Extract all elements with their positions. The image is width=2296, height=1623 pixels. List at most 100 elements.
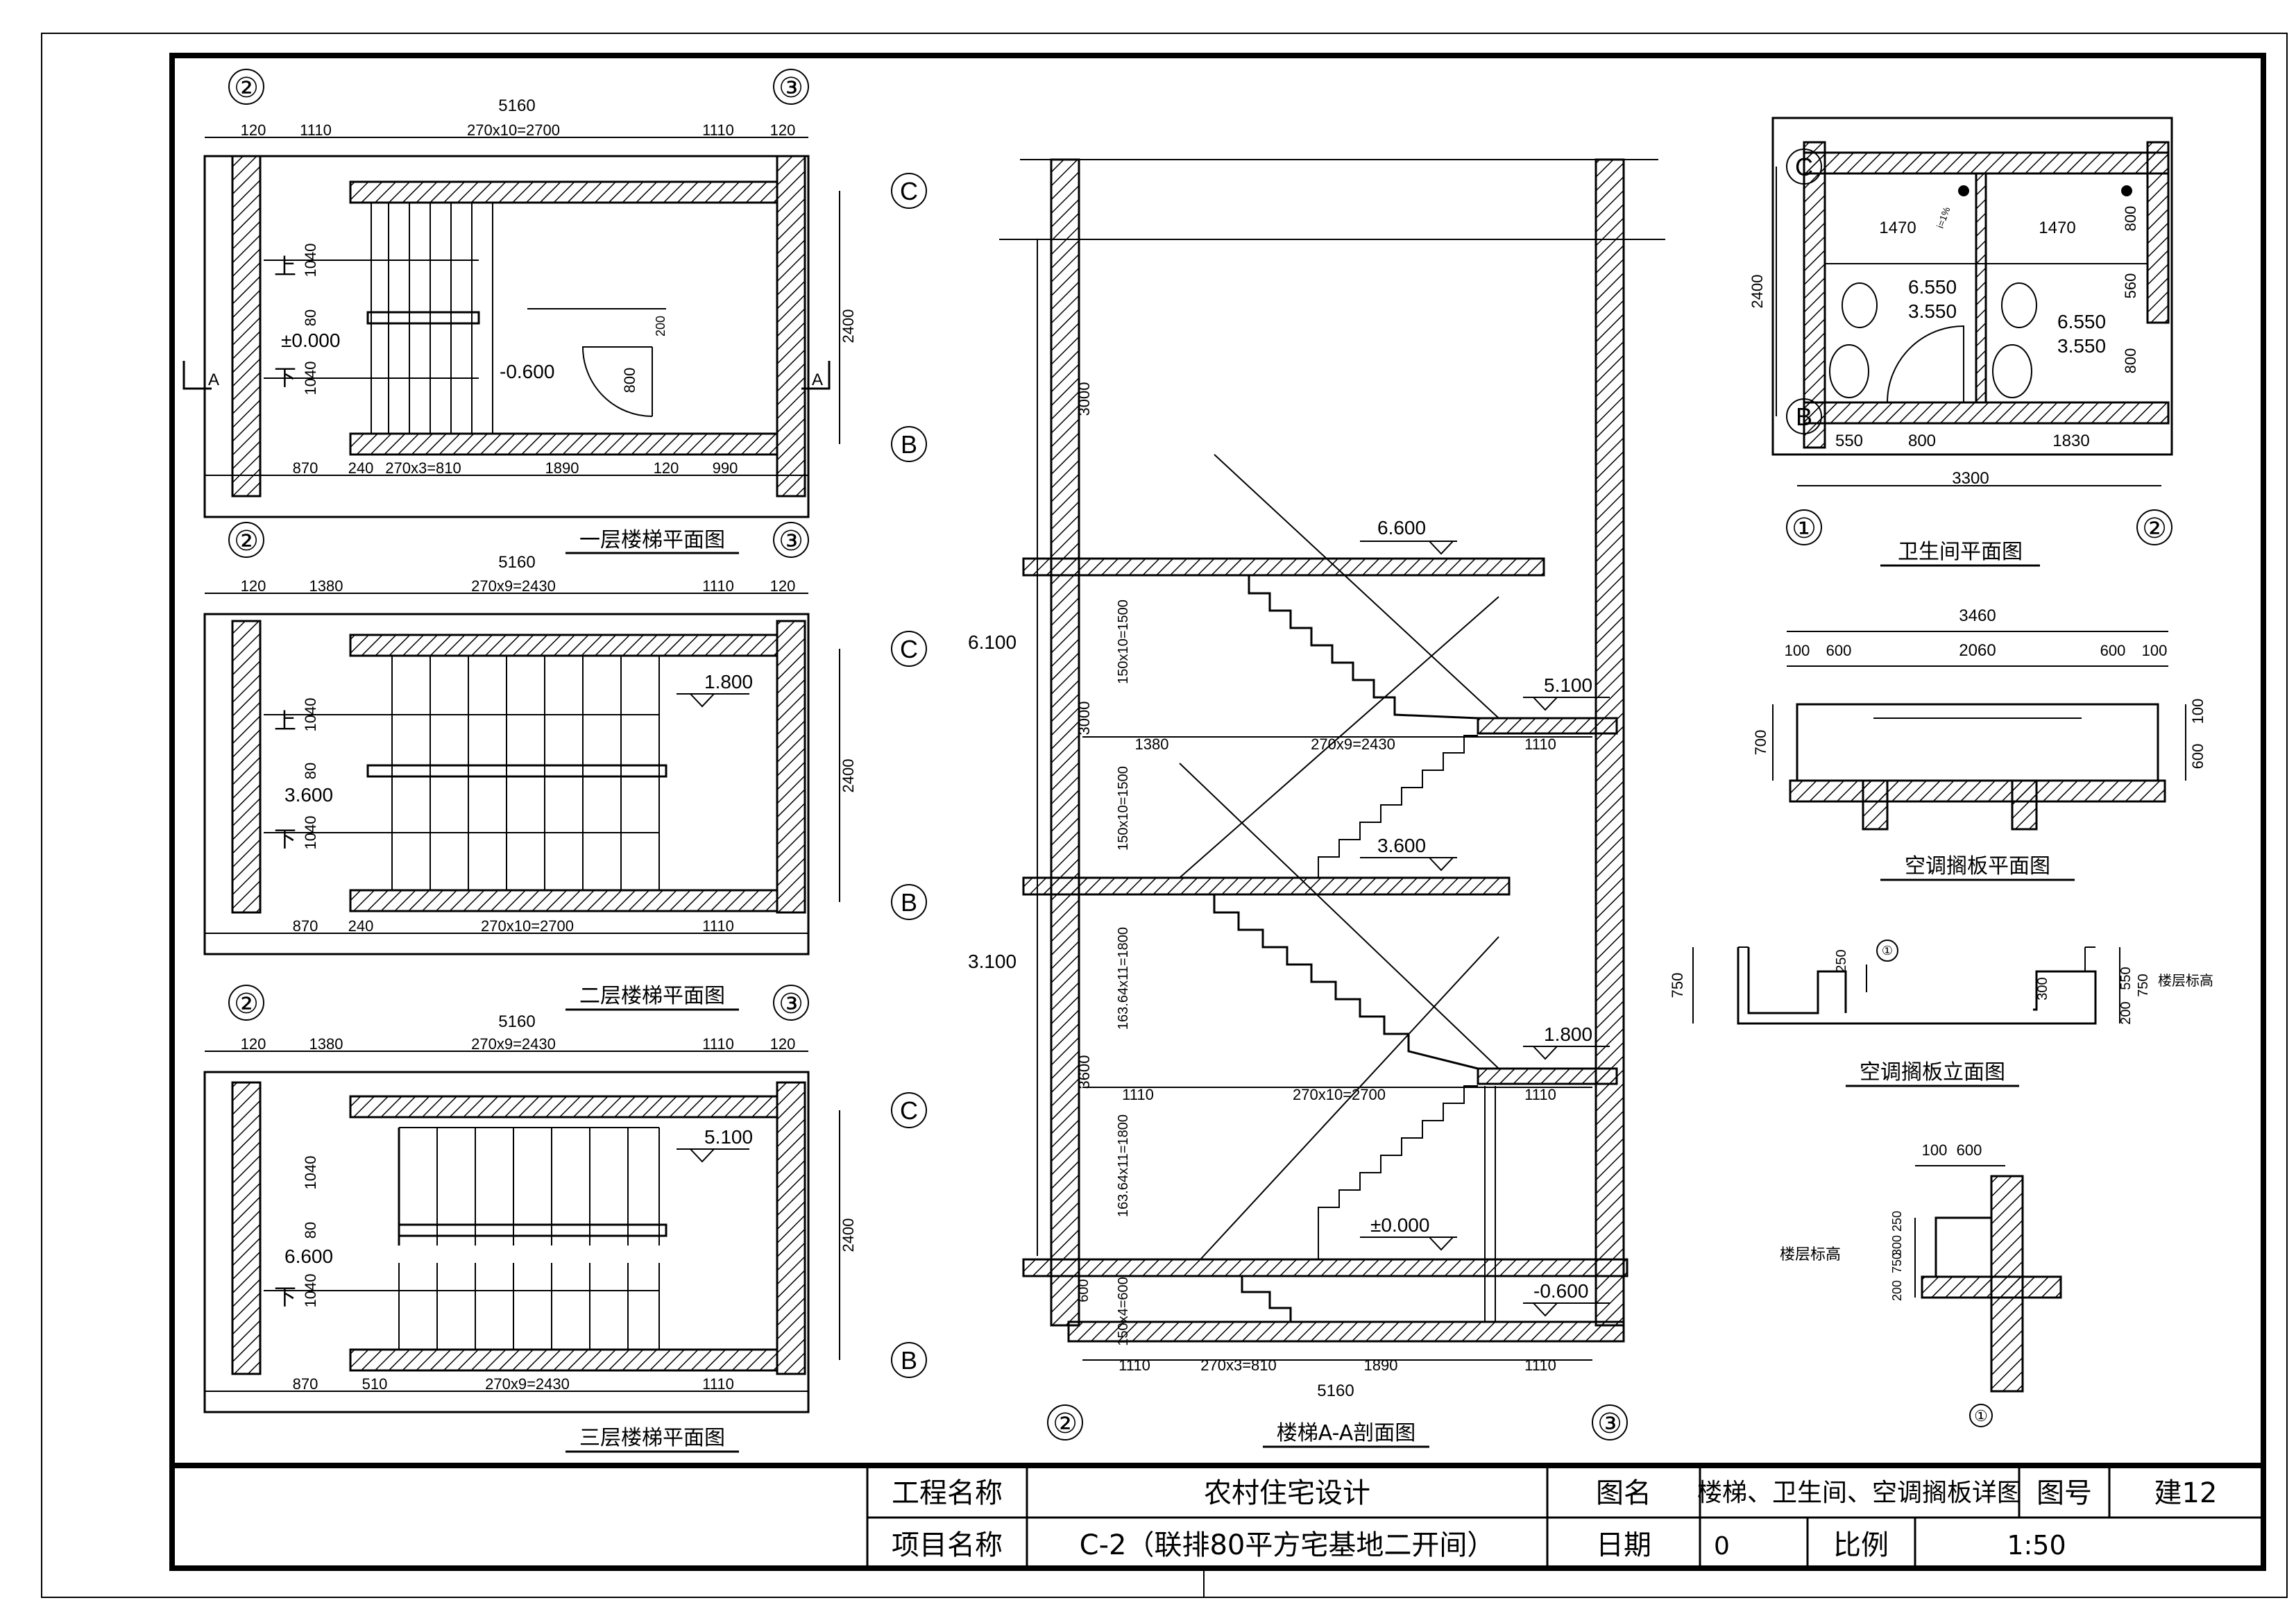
plan-2-level-upper: 1.800 [704,671,753,692]
toilet-axis-2: ② [2142,513,2167,544]
plan-1-level-0: ±0.000 [281,330,340,351]
section-riser-dim-2: 150x10=1500 [1116,766,1131,851]
plan-1-up-label: 上 [274,253,296,280]
title-block: 工程名称 农村住宅设计 项目名称 C-2（联排80平方宅基地二开间） 图名 楼梯… [172,1463,2263,1597]
item-name: C-2（联排80平方宅基地二开间） [1080,1529,1495,1561]
ac-elev-dim-750: 750 [1669,973,1686,999]
plan-1-top-dim-3: 270x10=2700 [467,121,560,139]
toilet-plan: C B ① ② 1470 1470 800 560 800 2400 550 8… [1749,117,2173,567]
section-level-minus: -0.600 [1533,1280,1588,1302]
plan-3-bottom-dim-4: 1110 [702,1375,734,1393]
section-level-0: ±0.000 [1370,1214,1429,1236]
plan-3-level-upper: 5.100 [704,1126,753,1148]
plan-2-outline [203,613,810,955]
plan-2-axis-b: B [901,888,917,917]
plan-1-bottom-dim-1: 870 [293,459,318,477]
plan-1-dim-200: 200 [654,316,667,337]
plan-3-title: 三层楼梯平面图 [579,1426,725,1450]
section-bottom-dim-1: 1110 [1119,1357,1150,1374]
toilet-dim-3300: 3300 [1952,469,1989,488]
scale-value: 1:50 [2007,1530,2066,1561]
detail-mark: ① [1974,1407,1988,1425]
plan-1-axis-c: C [900,177,918,205]
plan-1-outline [203,155,810,518]
plan-1-top-total: 5160 [498,96,535,115]
ac-plan-side-dim-2: 600 [2189,744,2206,770]
section-flight-dim-5: 270x10=2700 [1293,1086,1386,1103]
plan-2-top-dim-2: 1380 [309,577,343,595]
section-level-6600: 6.600 [1377,517,1426,538]
ac-plan-dim-5: 100 [2142,642,2168,659]
ac-elev-dim-750-right: 750 [2136,974,2151,996]
plan-3-axis-b: B [901,1346,917,1375]
toilet-dim-2400: 2400 [1749,275,1766,309]
section-left-dim-2: 3000 [1075,702,1093,736]
plan-3-top-total: 5160 [498,1012,535,1031]
toilet-dim-1470-left: 1470 [1879,219,1916,237]
plan-3-top-dim-5: 120 [770,1035,796,1053]
detail-dim-600: 600 [1957,1141,1982,1159]
ac-shelf-elevation: 750 250 300 200 550 750 楼层标高 ① 空调搁板立面图 [1669,940,2213,1087]
toilet-dim-800-bottom: 800 [2122,348,2139,374]
section-riser-dim-6: 600 [1076,1279,1091,1302]
section-riser-dim-4: 163.64x11=1800 [1116,1114,1131,1217]
plan-1-section-mark-left: A [208,371,219,389]
section-level-5100: 5.100 [1544,674,1592,696]
ac-plan-dim-1: 100 [1785,642,1810,659]
plan-1-bottom-dim-5: 120 [654,459,679,477]
ac-elev-dim-200: 200 [2118,1001,2134,1024]
detail-dim-300: 300 [1890,1235,1904,1256]
ac-elev-floor-label: 楼层标高 [2158,972,2213,989]
plan-3-axis-2: ② [234,989,259,1019]
ac-plan-dim-2: 600 [1826,642,1852,659]
plan-3-level-lower: 6.600 [284,1246,333,1267]
section-left-dim-1: 3000 [1075,382,1093,416]
toilet-title: 卫生间平面图 [1898,540,2023,564]
ac-plan-dim-4: 600 [2100,642,2126,659]
detail-floor-label: 楼层标高 [1780,1246,1841,1264]
plan-2: ② ③ C B 5160 120 1380 270x9=2430 1110 12… [203,522,927,1011]
ac-shelf-plan: 3460 100 600 2060 600 100 700 600 100 空调… [1752,606,2206,881]
plan-2-top-total: 5160 [498,553,535,572]
plan-3-top-dim-3: 270x9=2430 [471,1035,556,1053]
plan-1-left-dim-2: 80 [302,309,319,326]
item-name-label: 项目名称 [892,1529,1003,1561]
ac-elev-dim-550: 550 [2118,967,2134,989]
detail-dim-750: 750 [1890,1252,1904,1273]
drawing-name-label: 图名 [1596,1477,1651,1509]
ac-elev-detail-mark: ① [1882,944,1893,958]
plan-2-top-dim-1: 120 [241,577,266,595]
toilet-slope: i=1% [1934,205,1953,230]
plan-2-bottom-dim-4: 1110 [702,917,734,935]
plan-2-axis-2: ② [234,526,259,556]
toilet-level-4: 3.550 [2057,335,2106,357]
plan-1-left-dim-3: 1040 [302,362,319,396]
plan-3-top-dim-2: 1380 [309,1035,343,1053]
section-flight-dim-6: 1110 [1524,1086,1556,1103]
inner-border [169,53,2266,1571]
date-value: 0 [1714,1532,1730,1561]
plan-1-bottom-dim-2: 240 [348,459,374,477]
section-title: 楼梯A-A剖面图 [1277,1421,1416,1445]
section-level-1800: 1.800 [1544,1023,1592,1045]
project-name-label: 工程名称 [892,1477,1003,1509]
ac-plan-total: 3460 [1959,606,1996,625]
plan-2-down-label: 下 [274,826,296,852]
plan-1-door-dim: 800 [621,368,638,393]
section-aa: ② ③ 3000 3000 3600 150x10=1500 150x10=15… [968,158,1665,1448]
drawing-no: 建12 [2154,1477,2218,1509]
plan-2-level-lower: 3.600 [284,784,333,806]
toilet-axis-c: C [1795,153,1813,181]
plan-2-title: 二层楼梯平面图 [579,984,725,1008]
plan-1-axis-b: B [901,430,917,459]
detail-1: ① 100 600 250 300 750 200 楼层标高 [1780,1141,2062,1427]
plan-3-left-dim-2: 80 [302,1222,319,1239]
drawing-no-label: 图号 [2036,1477,2092,1509]
section-level-3100: 3.100 [968,951,1017,972]
plan-2-axis-3: ③ [779,526,803,556]
plan-3-outline [203,1071,810,1413]
toilet-dim-1470-right: 1470 [2039,219,2075,237]
toilet-axis-b: B [1796,402,1812,431]
plan-2-bottom-dim-2: 240 [348,917,374,935]
